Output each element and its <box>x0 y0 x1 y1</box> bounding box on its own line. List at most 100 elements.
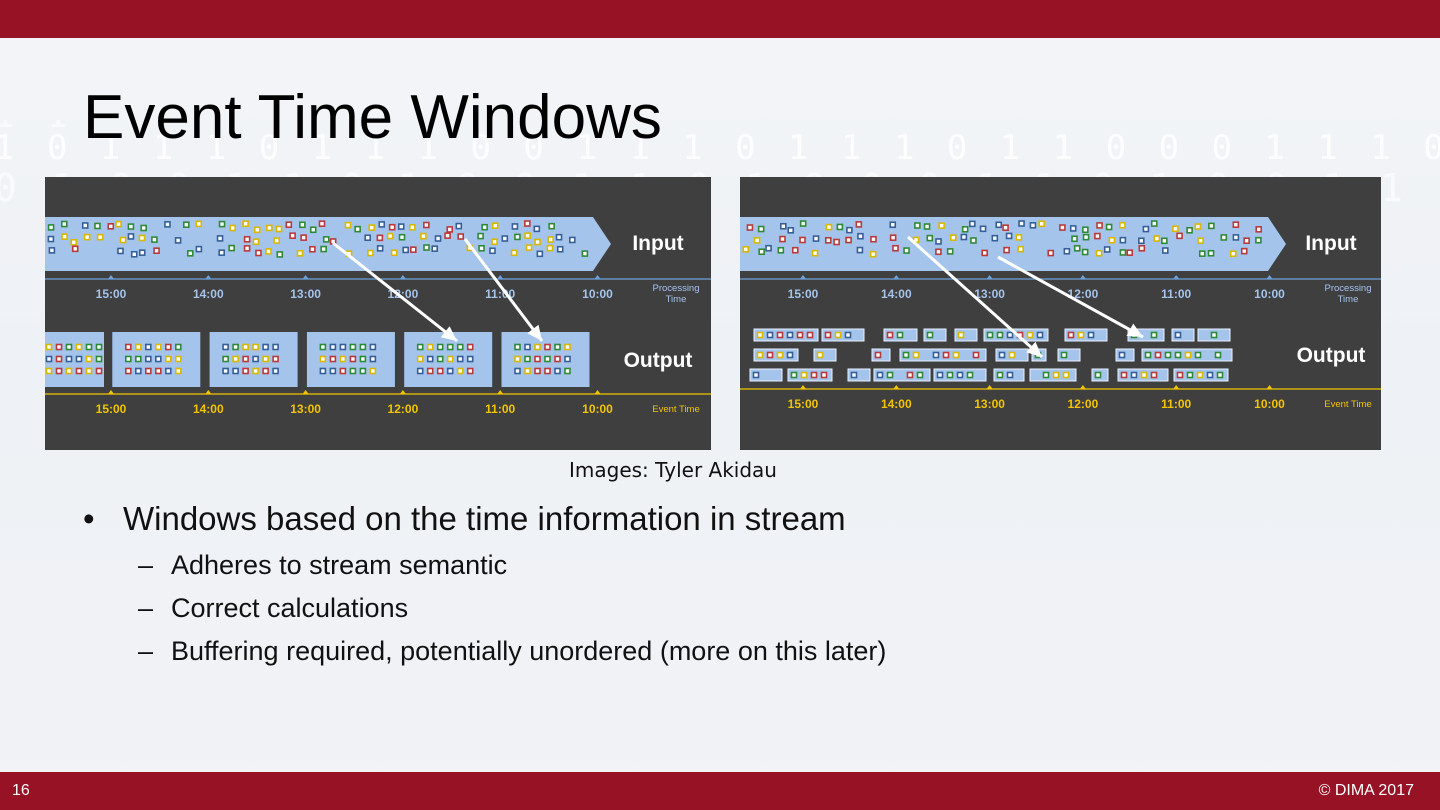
event-dot <box>972 351 980 359</box>
event-dot <box>1174 351 1182 359</box>
event-dot <box>776 331 784 339</box>
event-dot <box>1194 351 1202 359</box>
event-dot <box>1164 351 1172 359</box>
event-dot <box>825 223 833 231</box>
event-dot <box>322 236 330 243</box>
event-dot <box>1060 351 1068 359</box>
event-dot <box>300 234 307 241</box>
processing-time-tick-label: 11:00 <box>1161 287 1191 301</box>
event-dot <box>273 237 281 244</box>
event-dot <box>1208 222 1215 230</box>
event-dot <box>1036 331 1044 339</box>
arrow-line <box>463 238 544 342</box>
event-dot <box>242 367 249 375</box>
processing-time-tick-label: 10:00 <box>582 287 613 301</box>
event-dot <box>1118 351 1126 359</box>
event-dot <box>1096 222 1103 229</box>
event-dot <box>232 343 239 351</box>
event-dot <box>776 351 784 359</box>
event-dot <box>1243 237 1250 245</box>
event-dot <box>1082 233 1090 241</box>
processing-tick-mark <box>800 275 806 279</box>
event-dot <box>266 224 273 232</box>
event-dot <box>903 247 910 254</box>
event-tick-mark <box>1079 385 1086 389</box>
processing-time-tick-label: 10:00 <box>1254 287 1285 301</box>
event-dot <box>766 351 774 359</box>
event-dot <box>446 226 454 233</box>
event-dot <box>397 223 405 230</box>
event-dot <box>998 351 1006 359</box>
event-dot <box>946 371 954 379</box>
event-dot <box>534 367 541 375</box>
event-dot <box>125 343 132 351</box>
event-dot <box>1094 371 1102 379</box>
event-dot <box>272 355 279 363</box>
event-dot <box>145 343 152 351</box>
event-tick-mark <box>302 390 309 394</box>
event-dot <box>359 355 367 363</box>
processing-tick-mark <box>1173 275 1180 279</box>
event-dot <box>996 331 1004 339</box>
event-time-tick-label: 13:00 <box>290 402 321 416</box>
event-dot <box>252 343 259 351</box>
event-dot <box>568 236 576 244</box>
image-credit-caption: Images: Tyler Akidau <box>569 458 777 482</box>
event-dot <box>349 355 357 363</box>
event-dot <box>991 234 999 242</box>
event-dot <box>446 355 454 363</box>
event-dot <box>398 233 406 241</box>
event-dot <box>95 355 103 363</box>
event-dot <box>564 355 571 363</box>
event-dot <box>514 233 521 241</box>
event-dot <box>155 355 162 363</box>
event-dot <box>117 247 124 255</box>
event-dot <box>1255 226 1263 233</box>
sub-bullet-mark: – <box>138 593 154 623</box>
event-time-tick-label: 10:00 <box>1254 397 1285 411</box>
event-dot <box>514 355 521 363</box>
event-dot <box>1140 371 1148 379</box>
event-dot <box>85 343 93 351</box>
event-dot <box>833 238 840 246</box>
event-dot <box>75 355 83 363</box>
event-dot <box>1006 371 1014 379</box>
event-dot <box>195 220 203 228</box>
event-dot <box>252 367 259 375</box>
event-dot <box>746 224 754 231</box>
event-dot <box>1119 249 1127 256</box>
event-dot <box>45 367 53 375</box>
arrow-head <box>440 326 457 341</box>
event-dot <box>800 371 808 379</box>
event-dot <box>456 343 464 351</box>
event-dot <box>426 367 434 375</box>
event-dot <box>165 367 172 375</box>
event-dot <box>932 351 940 359</box>
event-dot <box>510 249 518 257</box>
event-dot <box>544 355 551 363</box>
event-dot <box>262 343 269 351</box>
event-dot <box>55 367 63 375</box>
event-time-tick-label: 10:00 <box>582 402 613 416</box>
sub-bullet-item: –Buffering required, potentially unorder… <box>138 636 886 667</box>
event-dot <box>968 220 976 228</box>
event-dot <box>544 343 551 351</box>
event-dot <box>1174 331 1182 339</box>
session-window <box>1064 328 1108 342</box>
event-dot <box>857 232 864 240</box>
event-dot <box>834 331 842 339</box>
event-dot <box>1194 223 1202 230</box>
event-dot <box>265 248 272 255</box>
event-dot <box>47 235 55 243</box>
event-dot <box>96 233 104 241</box>
event-dot <box>1120 371 1128 379</box>
event-dot <box>1081 248 1089 256</box>
event-dot <box>1052 371 1060 379</box>
event-tick-mark <box>893 385 900 389</box>
event-dot <box>416 343 424 351</box>
event-dot <box>1210 331 1218 339</box>
event-dot <box>255 249 262 257</box>
event-dot <box>534 238 541 246</box>
event-dot <box>1172 225 1179 233</box>
event-dot <box>957 331 965 339</box>
